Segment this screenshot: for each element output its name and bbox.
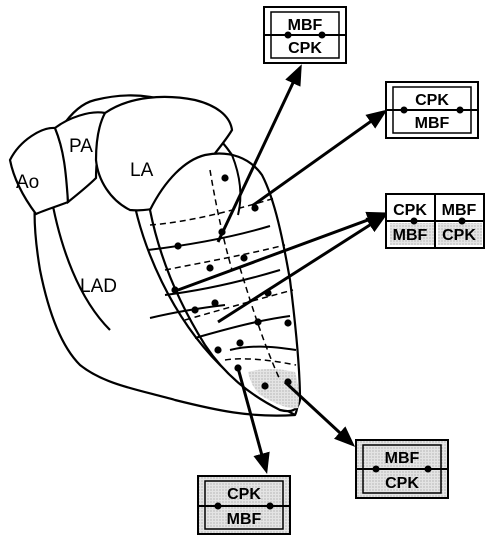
box-upper-right: CPK MBF [385,81,479,139]
box-upper-right-lower: MBF [415,115,450,132]
box-middle-right-tr: MBF [442,202,477,219]
box-middle-right-tl: CPK [393,202,427,219]
pulmonary-artery-shape [53,111,107,205]
box-top-lower: CPK [288,40,322,57]
box-bottom-upper: CPK [227,486,261,503]
label-la: LA [130,160,154,181]
arrows [177,64,388,475]
box-top-upper: MBF [288,17,323,34]
box-lower-right: MBF CPK [355,439,449,499]
box-middle-right-br: CPK [442,227,476,244]
box-bottom: CPK MBF [197,475,291,535]
box-lower-right-upper: MBF [385,450,420,467]
box-middle-right-bl: MBF [393,227,428,244]
box-bottom-lower: MBF [227,511,262,528]
box-middle-right: CPK MBF MBF CPK [385,193,485,249]
label-pa: PA [69,136,93,157]
label-lad: LAD [80,276,117,297]
box-top: MBF CPK [263,6,347,64]
box-lower-right-lower: CPK [385,475,419,492]
box-upper-right-upper: CPK [415,92,449,109]
ventricle-segments [147,152,302,413]
label-ao: Ao [16,172,39,193]
